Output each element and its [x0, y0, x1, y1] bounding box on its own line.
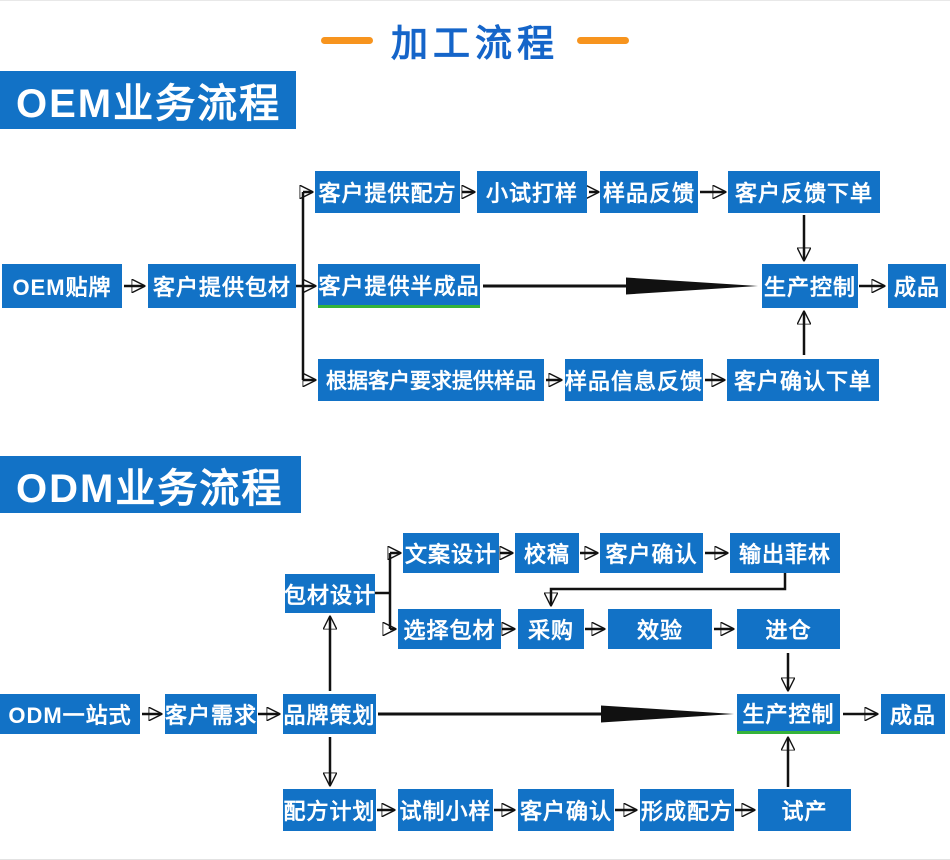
title-dash-left-icon — [321, 36, 373, 44]
node-kehu-queren-xiadan: 客户确认下单 — [727, 359, 879, 401]
longarrow-head-oem — [626, 277, 758, 295]
node-kehu-xuqiu: 客户需求 — [165, 694, 257, 734]
node-kehu-fankui-xiadan: 客户反馈下单 — [728, 171, 880, 213]
node-genju-kehu-yaoqiu: 根据客户要求提供样品 — [318, 359, 544, 401]
node-jiaogao: 校稿 — [515, 533, 579, 573]
node-wenan-sheji: 文案设计 — [403, 533, 499, 573]
page-title: 加工流程 — [391, 23, 559, 64]
elbow-feilin-caigou — [551, 573, 787, 605]
node-yangpin-fankui: 样品反馈 — [600, 171, 698, 213]
node-baocai-sheji: 包材设计 — [284, 574, 375, 613]
odm-section-header: ODM业务流程 — [0, 456, 301, 513]
title-dash-right-icon — [577, 36, 629, 44]
node-kehu-queren-a: 客户确认 — [600, 533, 703, 573]
node-xuanze-baocai: 选择包材 — [398, 609, 501, 649]
node-caigou: 采购 — [518, 609, 584, 649]
node-peifang-jihua: 配方计划 — [283, 789, 376, 831]
node-kehu-tigong-peifang: 客户提供配方 — [315, 171, 460, 213]
longarrow-head-odm — [601, 705, 734, 723]
node-oem-tiepai: OEM贴牌 — [2, 264, 122, 308]
node-jincang: 进仓 — [737, 609, 840, 649]
oem-section-header: OEM业务流程 — [0, 71, 296, 129]
page-title-row: 加工流程 — [0, 17, 950, 64]
node-kehu-tigong-banchengpin: 客户提供半成品 — [318, 264, 480, 308]
node-xiaoyan: 效验 — [608, 609, 712, 649]
node-shizhi-xiaoyang: 试制小样 — [398, 789, 493, 831]
node-yangpin-xinxi-fankui: 样品信息反馈 — [565, 359, 703, 401]
node-chengpin-odm: 成品 — [881, 694, 945, 734]
node-shuchu-feilin: 输出菲林 — [730, 533, 840, 573]
node-kehu-queren-b: 客户确认 — [518, 789, 614, 831]
node-xiaoshi-dayang: 小试打样 — [477, 171, 587, 213]
node-shengchan-kongzhi-odm: 生产控制 — [737, 694, 840, 734]
node-shengchan-kongzhi-oem: 生产控制 — [762, 264, 858, 308]
node-odm-yizhanshi: ODM一站式 — [0, 694, 140, 734]
node-pinpai-cehua: 品牌策划 — [283, 694, 376, 734]
node-chengpin-oem: 成品 — [888, 264, 946, 308]
node-shichan: 试产 — [758, 789, 851, 831]
node-kehu-tigong-baocai: 客户提供包材 — [148, 264, 296, 308]
node-xingcheng-peifang: 形成配方 — [640, 789, 734, 831]
